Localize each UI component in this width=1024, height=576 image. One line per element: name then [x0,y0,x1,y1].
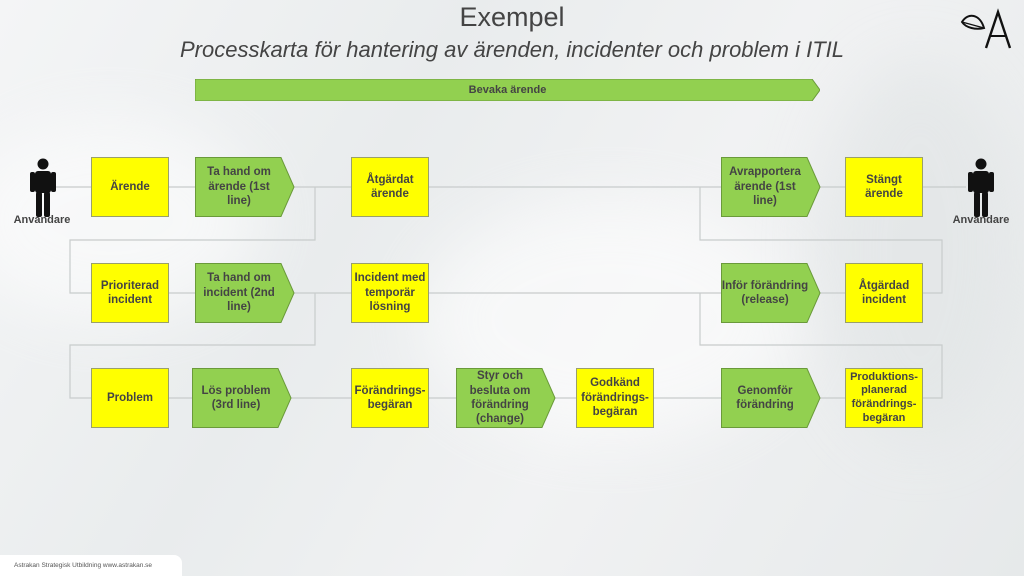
node-infor-forandring: Inför förändring (release) [721,263,821,323]
node-label: Genomför förändring [736,384,794,411]
node-produktionsplanerad: Produktions-planerad förändrings-begäran [845,368,923,428]
node-problem: Problem [91,368,169,428]
user-icon [968,158,994,217]
node-label: Styr och besluta om förändring (change) [469,370,531,426]
node-label: Ta hand om incident (2nd line) [203,272,275,314]
user-icon [30,158,56,217]
node-label: Inför förändring (release) [721,279,809,306]
actor-label-left: Anvandare [13,214,71,226]
footer-credit: Astrakan Strategisk Utbildning www.astra… [0,555,182,576]
node-label: Lös problem (3rd line) [201,384,271,411]
astrakan-logo-icon [960,8,1012,49]
banner-arrow: Bevaka ärende [195,79,820,101]
node-prioriterad-incident: Prioriterad incident [91,263,169,323]
node-genomfor-forandring: Genomför förändring [721,368,821,428]
node-atgardat-arende: Åtgärdat ärende [351,157,429,217]
node-label: Avrapportera ärende (1st line) [729,166,801,208]
node-arende: Ärende [91,157,169,217]
node-styr-och-besluta: Styr och besluta om förändring (change) [456,368,556,428]
node-ta-hand-2nd-line: Ta hand om incident (2nd line) [195,263,295,323]
slide-title: Exempel [459,2,565,32]
slide-subtitle: Processkarta för hantering av ärenden, i… [179,37,845,62]
node-godkand-forandringsbegaran: Godkänd förändrings-begäran [576,368,654,428]
actor-label-right: Anvandare [952,214,1010,226]
banner-label: Bevaka ärende [468,84,547,96]
node-los-problem: Lös problem (3rd line) [192,368,292,428]
node-incident-temporar: Incident med temporär lösning [351,263,429,323]
node-stangt-arende: Stängt ärende [845,157,923,217]
node-forandringsbegaran: Förändrings-begäran [351,368,429,428]
node-label: Ta hand om ärende (1st line) [207,166,271,208]
node-avrapportera-arende: Avrapportera ärende (1st line) [721,157,821,217]
node-atgardad-incident: Åtgärdad incident [845,263,923,323]
node-ta-hand-1st-line: Ta hand om ärende (1st line) [195,157,295,217]
